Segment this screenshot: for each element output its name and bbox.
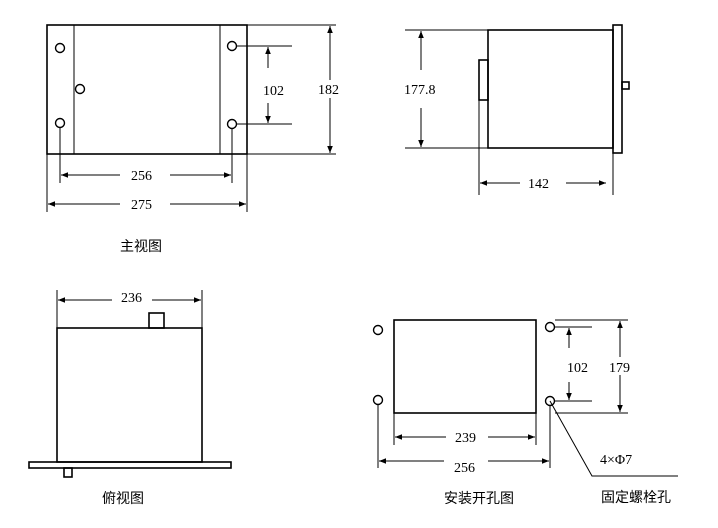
front-mounting-hole (226, 40, 238, 52)
front-dim-height: 182 (318, 83, 339, 98)
front-mounting-hole (54, 42, 66, 54)
front-view-caption: 主视图 (120, 239, 162, 255)
dim-label-mask (608, 357, 636, 375)
cutout-view: 102 179 239 256 4×Φ7 固定螺栓孔 安装开孔图 (372, 319, 678, 507)
top-dim-width: 236 (121, 291, 142, 306)
top-view-caption: 俯视图 (102, 491, 144, 507)
cutout-bolt-hole (544, 321, 556, 333)
cutout-dim-cutout-width: 239 (455, 431, 476, 446)
top-terminal (148, 312, 165, 329)
side-view: 177.8 142 (404, 24, 630, 195)
side-terminal (621, 81, 630, 90)
cutout-dim-hole-spacing: 102 (567, 361, 588, 376)
cutout-bolt-hole (372, 394, 384, 406)
front-mounting-hole (54, 117, 66, 129)
top-view: 236 俯视图 (28, 290, 232, 507)
top-front-flange (28, 461, 232, 469)
side-dim-depth: 142 (528, 177, 549, 192)
side-rear-block (478, 59, 489, 101)
side-body-outline (487, 29, 614, 149)
cutout-bolt-hole (372, 324, 384, 336)
front-handle-knob (74, 83, 86, 95)
cutout-dim-height: 179 (609, 361, 630, 376)
hole-leader-line (549, 400, 678, 477)
cutout-view-caption: 安装开孔图 (444, 491, 514, 507)
side-front-flange (612, 24, 623, 154)
front-dim-total-width: 275 (131, 198, 152, 213)
top-bottom-tab (63, 467, 73, 478)
front-dim-hole-width: 256 (131, 169, 152, 184)
cutout-dim-hole-width: 256 (454, 461, 475, 476)
cutout-hole-spec: 4×Φ7 (600, 453, 632, 468)
top-body-outline (56, 327, 203, 463)
dim-label-mask (316, 80, 344, 98)
side-dim-height: 177.8 (404, 83, 436, 98)
cutout-hole-label: 固定螺栓孔 (601, 490, 671, 506)
front-view: 102 182 256 275 主视图 (46, 24, 344, 255)
front-panel-outline (46, 24, 248, 155)
panel-cutout-outline (393, 319, 537, 414)
front-mounting-hole (226, 118, 238, 130)
front-dim-hole-spacing: 102 (263, 84, 284, 99)
